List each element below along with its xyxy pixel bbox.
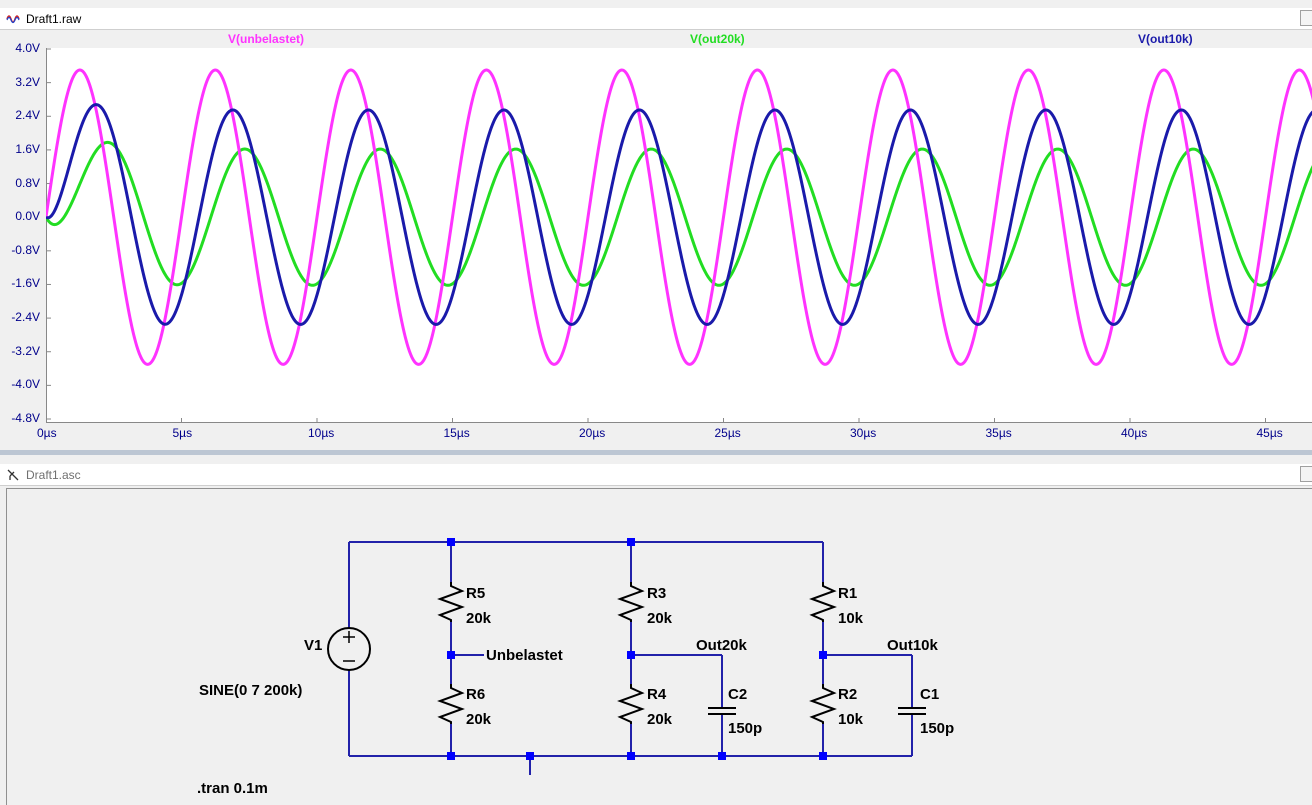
y-tick-label: 0.0V [15,209,40,224]
capacitor-c1 [898,707,926,715]
y-tick-label: -4.0V [11,377,40,392]
label-r5-value[interactable]: 20k [466,610,492,627]
label-r2-value[interactable]: 10k [838,711,864,728]
schematic-canvas[interactable]: V1 SINE(0 7 200k) R5 20k R6 20k Unbelast… [6,488,1312,805]
label-c2[interactable]: C2 [728,686,748,703]
y-tick-label: 1.6V [15,141,40,156]
x-tick-label: 45µs [1256,426,1283,440]
resistor-r5 [437,582,465,622]
trace-label-out10k[interactable]: V(out10k) [1138,32,1193,46]
net-label-out10k[interactable]: Out10k [887,637,938,654]
x-tick-label: 40µs [1121,426,1148,440]
label-r3-value[interactable]: 20k [647,610,673,627]
net-label-out20k[interactable]: Out20k [696,637,747,654]
voltage-source-v1 [327,627,371,671]
label-c1-value[interactable]: 150p [920,720,955,737]
label-r2[interactable]: R2 [838,686,858,703]
waveform-window-titlebar[interactable]: Draft1.raw [0,8,1312,30]
trace-out20k [46,140,1312,287]
plot-area[interactable] [46,48,1312,423]
capacitor-c2 [708,707,736,715]
schematic-window-title: Draft1.asc [26,468,81,482]
label-c1[interactable]: C1 [920,686,940,703]
y-tick-label: 4.0V [15,41,40,55]
waveform-plot [46,48,1312,423]
x-tick-label: 5µs [172,426,193,440]
label-c2-value[interactable]: 150p [728,720,763,737]
x-tick-label: 35µs [985,426,1012,440]
y-tick-label: -4.8V [11,411,40,425]
spice-directive[interactable]: .tran 0.1m [197,780,268,797]
resistor-r6 [437,684,465,724]
circuit-diagram [327,538,926,775]
y-tick-label: 2.4V [15,108,40,123]
label-r1[interactable]: R1 [838,585,858,602]
label-r6[interactable]: R6 [466,686,486,703]
waveform-icon [6,15,20,24]
label-r6-value[interactable]: 20k [466,711,492,728]
waveform-window-title: Draft1.raw [26,12,82,26]
label-v1[interactable]: V1 [304,637,323,654]
y-tick-label: -0.8V [11,242,40,257]
trace-unbelastet [46,68,1312,366]
y-tick-label: -3.2V [11,343,40,358]
resistor-r3 [617,582,645,622]
resistor-r4 [617,684,645,724]
schematic-window: Draft1.asc [0,458,1312,805]
junctions [447,538,827,760]
trace-label-unbelastet[interactable]: V(unbelastet) [228,32,305,46]
y-tick-label: 0.8V [15,175,40,190]
x-tick-label: 25µs [714,426,741,440]
maximize-button[interactable] [1300,10,1312,26]
x-tick-label: 10µs [308,426,335,440]
resistor-r1 [809,582,837,622]
resistor-r2 [809,684,837,724]
label-r3[interactable]: R3 [647,585,667,602]
net-label-unbelastet[interactable]: Unbelastet [486,647,563,664]
schematic-maximize-button[interactable] [1300,466,1312,482]
label-r4[interactable]: R4 [647,686,667,703]
label-r5[interactable]: R5 [466,585,486,602]
waveform-window: Draft1.raw V(unbelastet) V(out20k) V(out… [0,8,1312,448]
x-tick-label: 0µs [37,426,57,440]
y-tick-label: -1.6V [11,276,40,291]
trace-label-out20k[interactable]: V(out20k) [690,32,745,46]
label-source-spec[interactable]: SINE(0 7 200k) [199,682,303,699]
trace-out10k [46,103,1312,326]
label-r4-value[interactable]: 20k [647,711,673,728]
x-tick-label: 20µs [579,426,606,440]
y-tick-label: 3.2V [15,74,40,89]
label-r1-value[interactable]: 10k [838,610,864,627]
x-tick-label: 15µs [443,426,470,440]
window-splitter[interactable] [0,450,1312,455]
y-tick-label: -2.4V [11,310,40,325]
x-tick-label: 30µs [850,426,877,440]
schematic-icon [7,469,19,481]
schematic-window-titlebar[interactable]: Draft1.asc [0,464,1312,486]
